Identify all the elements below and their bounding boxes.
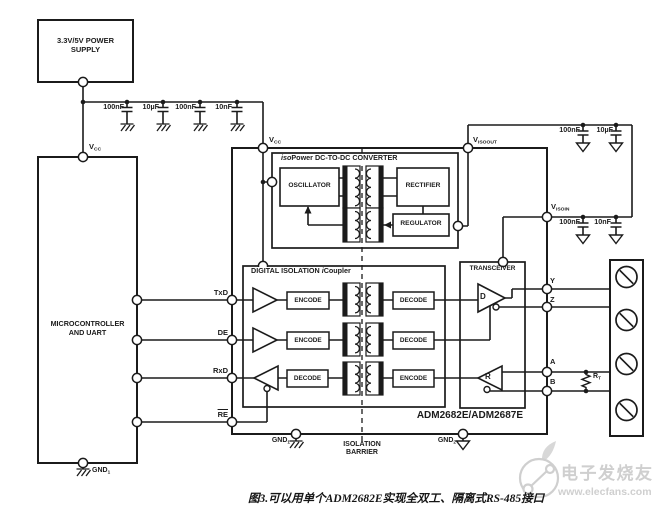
encode-box-row1	[286, 291, 330, 310]
transceiver-title: TRANSCEIVER	[469, 265, 516, 272]
chassis-ground-icon	[288, 440, 305, 449]
pin-a-label: A	[550, 357, 556, 366]
decode-box-row3	[286, 369, 329, 388]
screw-terminal-icon	[615, 352, 638, 376]
receiver-triangle	[476, 364, 503, 392]
driver-triangle	[477, 282, 507, 314]
chip-part-number: ADM2682E/ADM2687E	[416, 410, 523, 421]
chassis-ground-icon	[155, 123, 172, 132]
txd-buffer-triangle	[252, 286, 279, 314]
decode-label: DECODE	[399, 297, 428, 304]
chip-gnd1-label: GND1	[271, 437, 290, 445]
chassis-ground-icon	[119, 123, 136, 132]
power-supply-box	[37, 19, 134, 83]
visoin-label: VISOIN	[551, 202, 570, 213]
visoout-label: VISOOUT	[473, 135, 497, 146]
screw-terminal-icon	[615, 265, 638, 289]
cap-label: 100nF	[559, 125, 580, 134]
cap-label: 10nF	[594, 217, 611, 226]
termination-resistor	[580, 372, 592, 391]
receiver-invert-bubble	[483, 385, 491, 394]
cap-label: 100nF	[559, 217, 580, 226]
pin-b-label: B	[550, 377, 556, 386]
oscillator-label: OSCILLATOR	[288, 182, 331, 189]
iso-ground-icon	[608, 142, 624, 153]
rectifier-label: RECTIFIER	[405, 182, 441, 189]
cap-label: 100nF	[175, 102, 196, 111]
rt-label: RT	[593, 373, 601, 381]
oscillator-box	[279, 167, 340, 207]
cap-label: 10µF	[142, 102, 159, 111]
pin-y-label: Y	[550, 276, 556, 285]
iso-ground-icon	[455, 440, 471, 451]
driver-label: D	[480, 292, 486, 301]
iso-ground-icon	[575, 234, 591, 245]
screw-terminals	[615, 265, 638, 422]
re-label: RE	[217, 410, 228, 419]
pin-z-label: Z	[550, 295, 555, 304]
chassis-ground-icon	[229, 123, 246, 132]
screw-terminal-icon	[615, 398, 638, 422]
regulator-box	[392, 213, 450, 237]
encode-box-row2	[286, 331, 330, 350]
isopower-title: isoPower DC-TO-DC CONVERTER	[279, 153, 400, 163]
de-label: DE	[217, 328, 228, 337]
chip-vcc-label: VCC	[269, 135, 282, 146]
decode-box-row2	[392, 331, 435, 350]
rxd-label: RxD	[212, 366, 228, 375]
decode-label: DECODE	[293, 375, 322, 382]
watermark-text: 电子发烧友	[561, 464, 654, 483]
chassis-ground-icon	[192, 123, 209, 132]
decode-label: DECODE	[399, 337, 428, 344]
micro-gnd-label: GND1	[92, 467, 111, 475]
regulator-feedback-arrow	[384, 221, 391, 229]
figure-caption: 图3.可以用单个ADM2682E实现全双工、隔离式RS-485接口	[248, 493, 545, 505]
cap-label: 100nF	[103, 102, 124, 111]
iso-ground-icon	[575, 142, 591, 153]
rxd-enable-bubble	[263, 384, 271, 393]
microcontroller-box	[37, 156, 138, 464]
oscillator-feedback-arrow	[304, 206, 312, 214]
txd-label: TxD	[213, 288, 228, 297]
encode-label: ENCODE	[294, 337, 322, 344]
micro-vcc-label: VCC	[89, 142, 102, 153]
driver-invert-bubble	[492, 303, 500, 311]
encode-label: ENCODE	[294, 297, 322, 304]
screw-terminal-icon	[615, 308, 638, 332]
decode-box-row1	[392, 291, 435, 310]
watermark-logo-icon	[518, 441, 560, 499]
encode-label: ENCODE	[399, 375, 428, 382]
encode-box-row3	[392, 369, 435, 388]
rectifier-box	[396, 167, 450, 207]
cap-label: 10µF	[596, 125, 613, 134]
chip-gnd2-label: GND2	[437, 437, 456, 445]
chassis-ground-icon	[75, 468, 92, 477]
watermark-url: www.elecfans.com	[558, 486, 652, 498]
digital-isolation-title: DIGITAL ISOLATION iCoupler	[249, 266, 353, 276]
cap-label: 10nF	[215, 102, 232, 111]
de-buffer-triangle	[252, 326, 279, 354]
rxd-buffer-triangle	[252, 364, 279, 392]
iso-ground-icon	[608, 234, 624, 245]
receiver-label: R	[485, 372, 491, 381]
regulator-label: REGULATOR	[400, 220, 442, 227]
